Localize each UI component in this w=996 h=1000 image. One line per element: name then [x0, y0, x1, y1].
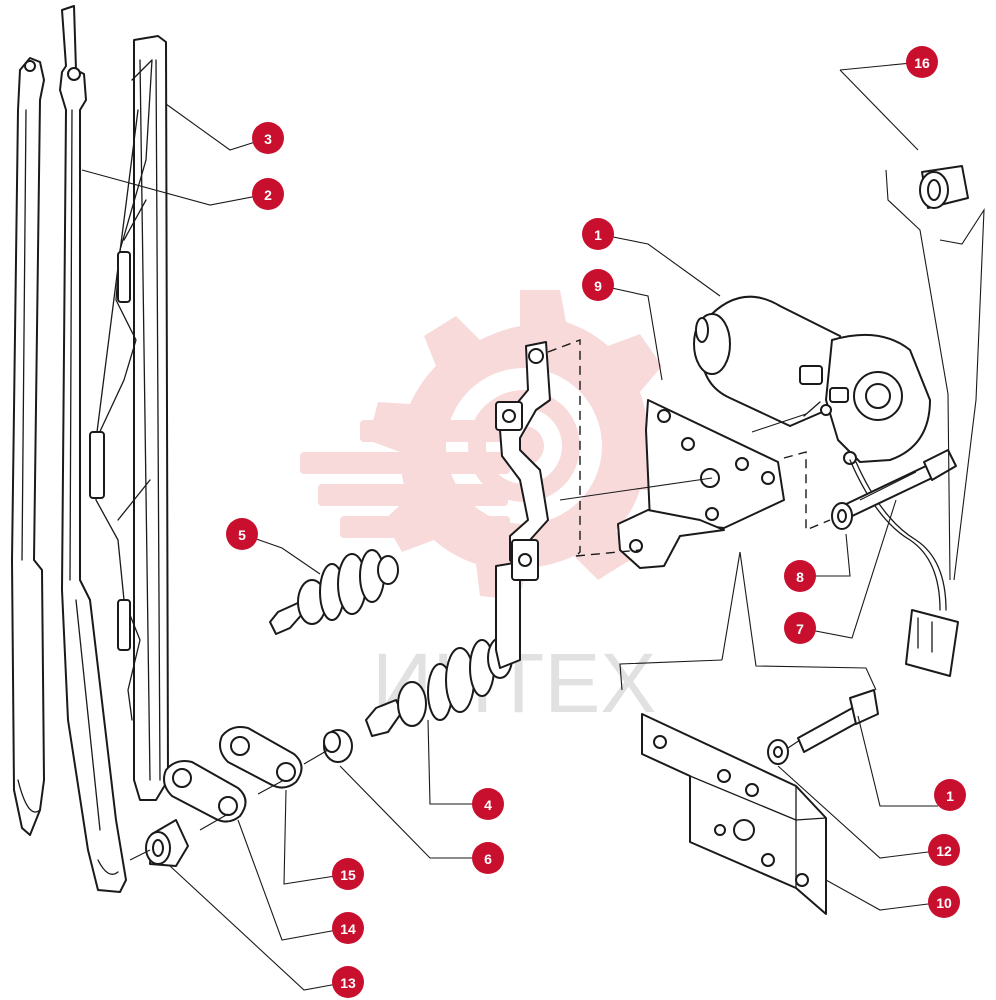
callout-14-circle [332, 912, 364, 944]
callout-8-label: 8 [796, 569, 804, 585]
callout-7: 7 [784, 612, 816, 644]
wiper-motor [693, 295, 931, 465]
washer-12 [767, 739, 789, 765]
callout-16-label: 16 [914, 55, 930, 71]
callout-leaders [81, 61, 945, 991]
callout-2-label: 2 [264, 187, 272, 203]
callout-8-circle [784, 560, 816, 592]
callout-3: 3 [252, 122, 284, 154]
watermark-logo [300, 290, 680, 600]
callout-16: 16 [906, 46, 938, 78]
linkage-rods [495, 341, 551, 669]
bushing-16 [919, 165, 969, 209]
callout-7-circle [784, 612, 816, 644]
callout-6-circle [472, 842, 504, 874]
callout-2: 2 [252, 178, 284, 210]
callout-1-top-label: 1 [594, 227, 602, 243]
callout-1-bottom: 1 [934, 779, 966, 811]
callout-10-circle [928, 886, 960, 918]
callout-1-top-circle [582, 218, 614, 250]
callout-12: 12 [928, 834, 960, 866]
washer-8 [831, 502, 853, 530]
callout-6-label: 6 [484, 851, 492, 867]
callout-10-label: 10 [936, 895, 952, 911]
callout-14-label: 14 [340, 921, 356, 937]
callout-4-circle [472, 788, 504, 820]
callout-9-label: 9 [594, 278, 602, 294]
callout-12-circle [928, 834, 960, 866]
callout-16-circle [906, 46, 938, 78]
callout-15-label: 15 [340, 867, 356, 883]
bolt-7 [841, 449, 957, 519]
callout-9: 9 [582, 269, 614, 301]
callout-3-circle [252, 122, 284, 154]
callout-4: 4 [472, 788, 504, 820]
spacer-6 [323, 729, 353, 763]
spindle-assembly-5 [269, 549, 399, 635]
callout-14: 14 [332, 912, 364, 944]
mounting-plate-9 [617, 399, 785, 569]
callout-15: 15 [332, 858, 364, 890]
spindle-assembly-4 [365, 637, 513, 737]
callout-4-label: 4 [484, 797, 492, 813]
callout-9-circle [582, 269, 614, 301]
callout-1-bottom-circle [934, 779, 966, 811]
callout-13-circle [332, 966, 364, 998]
callout-12-label: 12 [936, 843, 952, 859]
bolt-bracket [797, 689, 879, 753]
callout-13: 13 [332, 966, 364, 998]
callout-5: 5 [226, 518, 258, 550]
callout-15-circle [332, 858, 364, 890]
callout-1-bottom-label: 1 [946, 788, 954, 804]
callout-13-label: 13 [340, 975, 356, 991]
plate-washer-15 [219, 726, 303, 789]
wiper-blade [89, 35, 169, 801]
callout-6: 6 [472, 842, 504, 874]
callout-5-circle [226, 518, 258, 550]
callout-5-label: 5 [238, 527, 246, 543]
bracket-10 [641, 713, 827, 915]
bushing-13 [145, 819, 189, 867]
callout-1-top: 1 [582, 218, 614, 250]
callout-10: 10 [928, 886, 960, 918]
callout-7-label: 7 [796, 621, 804, 637]
wiper-arm-left [11, 57, 45, 836]
wiper-arm-right [59, 5, 127, 893]
callout-3-label: 3 [264, 131, 272, 147]
assembly-guide-lines [129, 69, 985, 861]
callout-8: 8 [784, 560, 816, 592]
plate-washer-14 [163, 760, 247, 823]
callout-2-circle [252, 178, 284, 210]
